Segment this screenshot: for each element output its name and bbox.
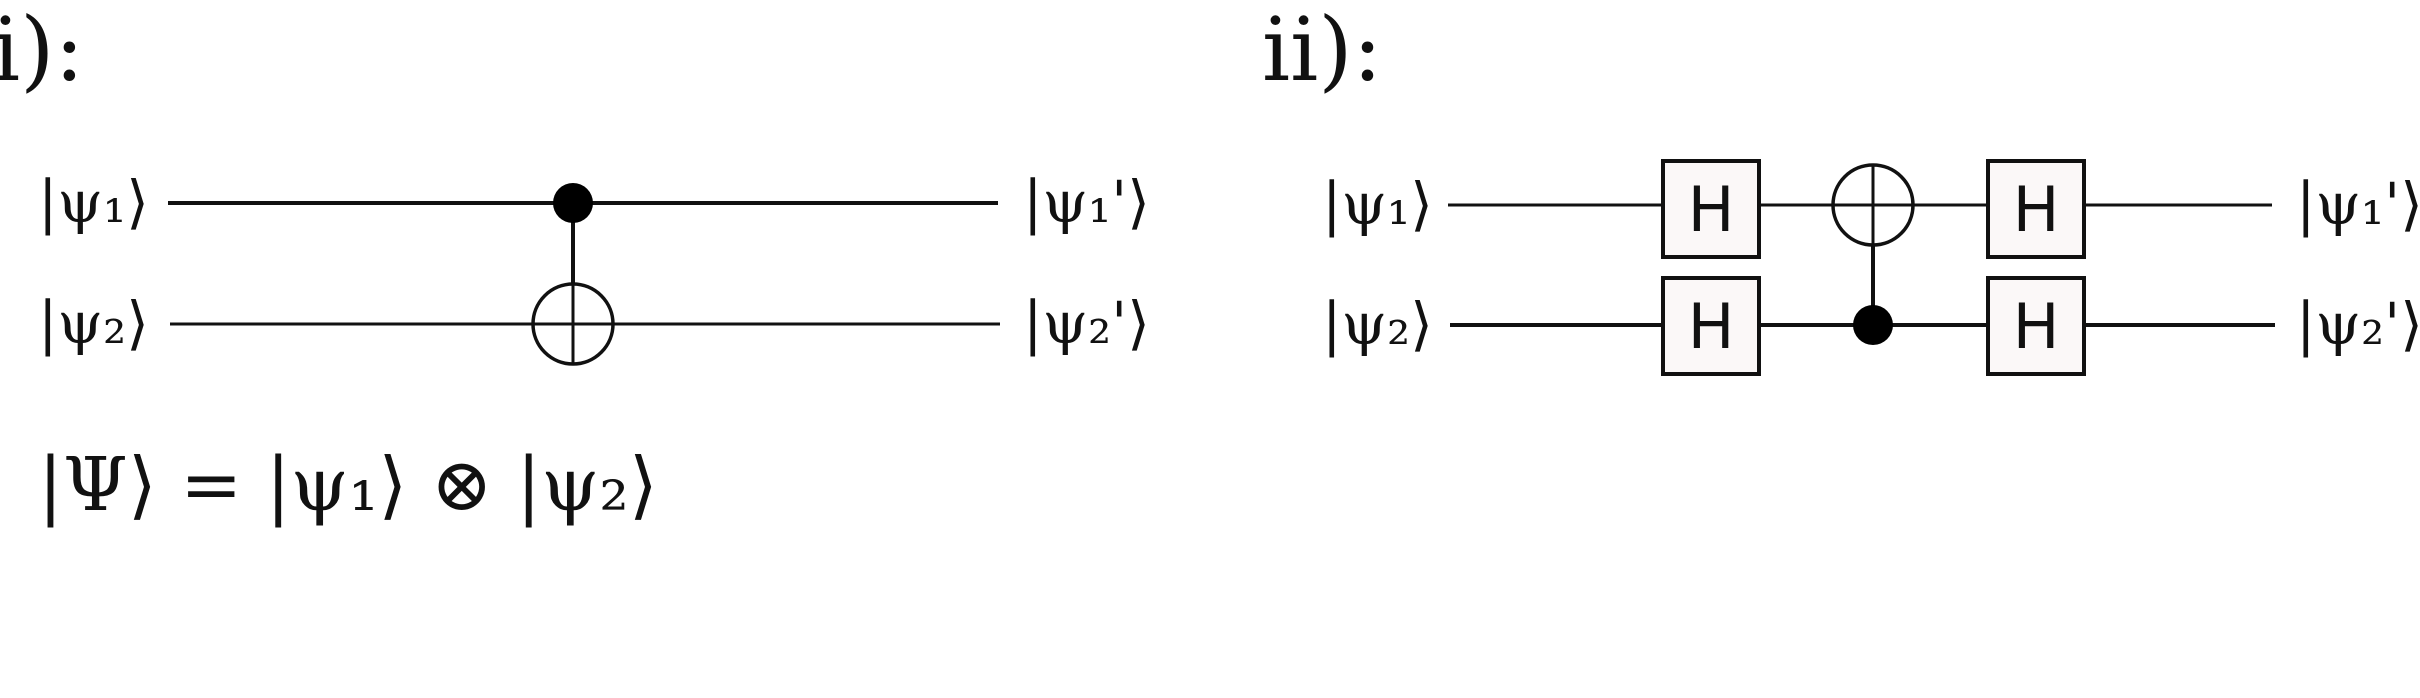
panel-ii-h-gate-1-label: H (1688, 173, 1735, 246)
panel-ii-h-gate-3-label: H (2013, 173, 2060, 246)
panel-ii-input-ket-1: |ψ₁⟩ (1322, 170, 1433, 238)
panel-i-label: i): (0, 0, 84, 101)
panel-ii-h-gate-4: H (1986, 276, 2086, 376)
panel-i-cnot-control-dot (553, 183, 593, 223)
panel-ii-input-ket-2: |ψ₂⟩ (1322, 290, 1433, 358)
panel-ii-h-gate-1-box (1661, 159, 1761, 259)
panel-ii-cnot-gate (1831, 163, 1915, 345)
panel-ii-h-gate-3: H (1986, 159, 2086, 259)
panel-ii-h-gate-2: H (1661, 276, 1761, 376)
panel-ii-h-gate-2-label: H (1688, 290, 1735, 363)
panel-i-state-equation: |Ψ⟩ = |ψ₁⟩ ⊗ |ψ₂⟩ (38, 442, 658, 528)
panel-i: i): |ψ₁⟩ |ψ₂⟩ |ψ₁'⟩ |ψ₂'⟩ |Ψ⟩ = |ψ₁⟩ ⊗ |… (0, 0, 1150, 528)
panel-ii-h-gate-4-label: H (2013, 290, 2060, 363)
panel-ii-output-ket-1: |ψ₁'⟩ (2296, 170, 2420, 238)
panel-ii-output-ket-2: |ψ₂'⟩ (2296, 290, 2420, 358)
panel-i-input-ket-1: |ψ₁⟩ (38, 168, 149, 236)
panel-ii-cnot-control-dot (1853, 305, 1893, 345)
panel-ii-h-gate-1: H (1661, 159, 1761, 259)
panel-ii-h-gate-4-box (1986, 276, 2086, 376)
panel-ii-h-gate-2-box (1661, 276, 1761, 376)
panel-ii: ii): H H H H |ψ₁⟩ (1262, 0, 2420, 376)
panel-i-cnot-gate (531, 183, 615, 366)
panel-i-output-ket-1: |ψ₁'⟩ (1023, 168, 1150, 236)
panel-i-output-ket-2: |ψ₂'⟩ (1023, 289, 1150, 357)
panel-ii-h-gate-3-box (1986, 159, 2086, 259)
panel-ii-label: ii): (1262, 0, 1382, 101)
panel-i-input-ket-2: |ψ₂⟩ (38, 289, 149, 357)
